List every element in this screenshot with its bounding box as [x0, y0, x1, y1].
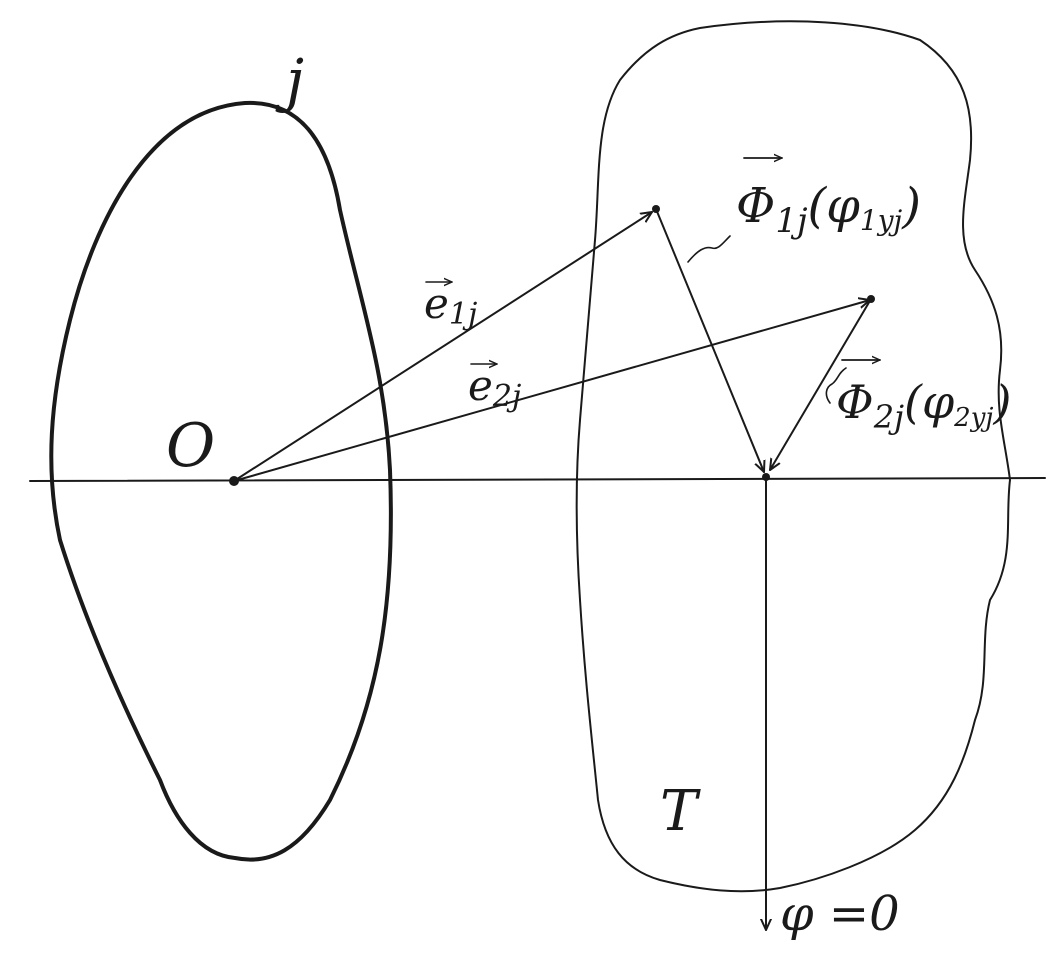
label-e1j: e1j	[424, 279, 477, 332]
target-region-outline	[575, 20, 1011, 893]
phi2-tip-point	[867, 295, 875, 303]
label-phi2j-base: Φ	[836, 375, 874, 429]
horizontal-axis	[29, 477, 1046, 482]
label-phi1j-paren-close: )	[901, 178, 921, 234]
phi1-leader	[687, 235, 731, 263]
label-e1j-sub: 1j	[449, 297, 477, 332]
body-label-j: j	[275, 46, 304, 114]
label-phi2j-arg-sub: 2yj	[953, 403, 993, 433]
label-phi2j-sub: 2j	[873, 398, 904, 436]
target-label-t: T	[660, 779, 701, 844]
label-phi2j: Φ2j(φ2yj)	[836, 375, 1011, 436]
vector-phi2j	[769, 298, 872, 471]
label-e2j: e2j	[468, 361, 521, 414]
phi-zero-label: φ =0	[780, 886, 900, 942]
vector-phi1j	[655, 208, 764, 473]
label-phi2j-arg-base: φ	[922, 375, 955, 429]
label-e2j-sub: 2j	[492, 379, 521, 414]
label-phi1j: Φ1j(φ1yj)	[736, 178, 921, 241]
label-phi1j-sub: 1j	[775, 201, 808, 241]
body-j-outline	[49, 100, 393, 862]
label-e1j-base: e	[424, 279, 449, 328]
vector-e2j	[233, 300, 871, 482]
phi2-leader	[825, 367, 847, 404]
label-phi1j-arg-sub: 1yj	[860, 204, 903, 237]
label-phi1j-base: Φ	[736, 178, 775, 234]
label-phi1j-arg-base: φ	[826, 178, 860, 234]
origin-point	[229, 476, 239, 486]
origin-label: O	[166, 411, 215, 481]
label-phi2j-paren-open: (	[904, 375, 923, 429]
phi1-tip-point	[652, 205, 660, 213]
label-phi1j-paren-open: (	[808, 178, 828, 234]
label-e2j-base: e	[468, 361, 493, 410]
sum-point	[762, 473, 770, 481]
label-phi2j-paren-close: )	[992, 375, 1011, 429]
vector-e1j	[233, 211, 653, 482]
